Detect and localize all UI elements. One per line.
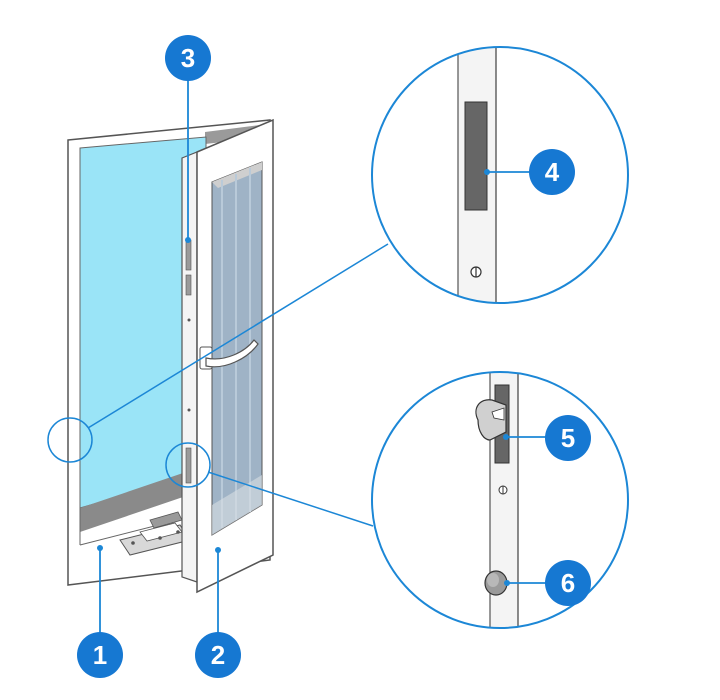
svg-text:6: 6 — [561, 568, 575, 598]
callout-badge-6: 6 — [545, 560, 591, 606]
screw-icon — [470, 266, 482, 278]
callout-badge-2: 2 — [195, 632, 241, 678]
callout-badge-3: 3 — [165, 35, 211, 81]
callout-badge-1: 1 — [77, 632, 123, 678]
frame-bottom-rebate — [80, 472, 186, 532]
callout-badge-5: 5 — [545, 415, 591, 461]
keeper-slot — [464, 101, 488, 211]
screw-icon — [498, 485, 508, 495]
leader-line-5-6 — [207, 471, 374, 527]
leader-line-4 — [87, 243, 389, 429]
svg-text:5: 5 — [561, 423, 575, 453]
svg-text:2: 2 — [211, 640, 225, 670]
zoom-circle-keeper — [371, 46, 629, 304]
mushroom-locking-pin — [484, 570, 508, 596]
zoom-circle-locking — [371, 371, 629, 629]
locator-circle-sash — [165, 442, 211, 488]
locator-circle-frame — [47, 417, 93, 463]
svg-text:3: 3 — [181, 43, 195, 73]
callout-badge-4: 4 — [529, 149, 575, 195]
sash-edge — [181, 151, 198, 583]
svg-text:4: 4 — [545, 157, 560, 187]
hook-locking-point — [475, 399, 507, 441]
opening-sash — [181, 118, 274, 594]
svg-text:1: 1 — [93, 640, 107, 670]
door-handle-icon — [199, 339, 259, 370]
